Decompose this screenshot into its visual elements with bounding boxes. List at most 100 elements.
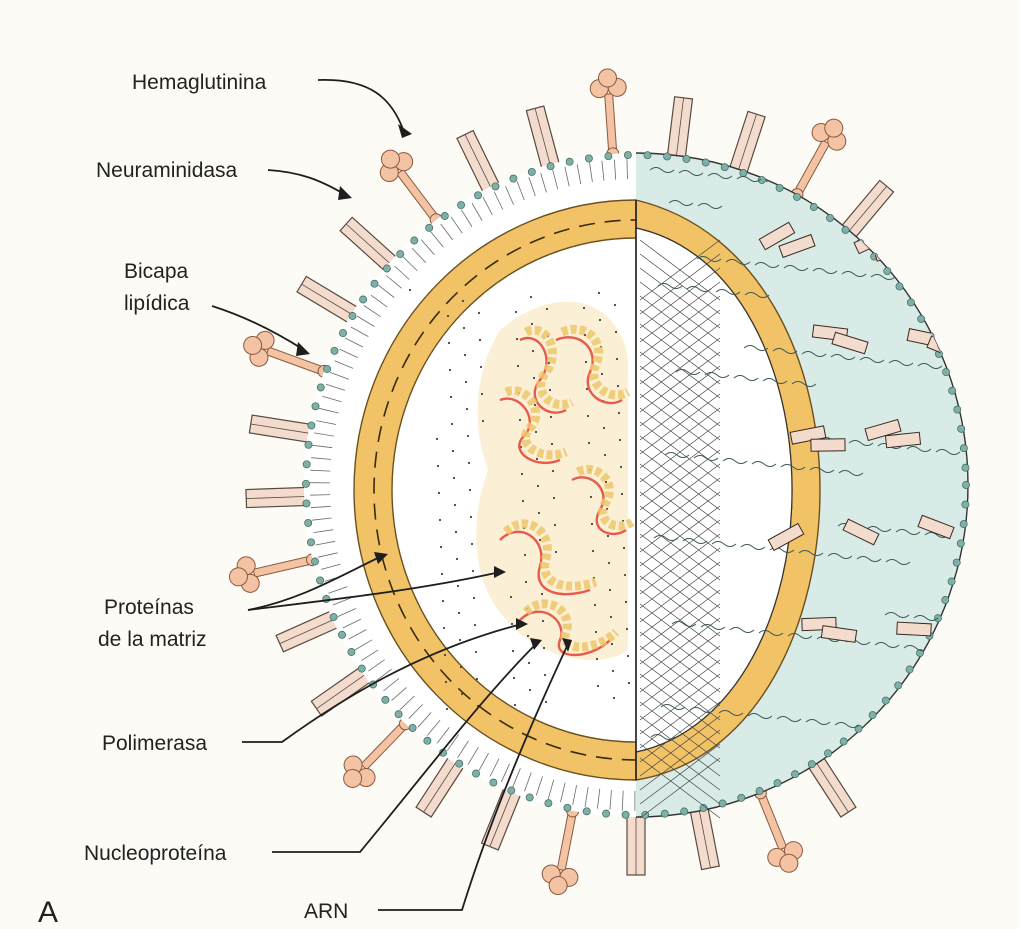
stipple-dot <box>554 524 556 526</box>
membrane-bead <box>906 666 913 673</box>
label-lipid-bilayer-line1: Bicapa <box>124 260 189 283</box>
stipple-dot <box>474 624 476 626</box>
surface-squiggle <box>940 198 964 203</box>
stipple-dot <box>469 489 471 491</box>
stipple-dot <box>598 292 600 294</box>
stipple-dot <box>449 369 451 371</box>
stipple-dot <box>584 334 586 336</box>
stipple-dot <box>595 631 597 633</box>
stipple-dot <box>626 628 628 630</box>
stipple-dot <box>510 596 512 598</box>
surface-squiggle <box>929 281 953 286</box>
stipple-dot <box>514 704 516 706</box>
membrane-bead <box>526 794 533 801</box>
membrane-bead <box>776 184 783 191</box>
membrane-bead <box>756 787 763 794</box>
stipple-dot <box>512 650 514 652</box>
stipple-dot <box>587 415 589 417</box>
stipple-dot <box>533 377 535 379</box>
membrane-bead <box>585 155 592 162</box>
arrowhead-lipid-bilayer <box>296 342 310 356</box>
membrane-bead <box>349 312 356 319</box>
membrane-bead <box>456 760 463 767</box>
stipple-dot <box>624 574 626 576</box>
surface-spike-stub <box>897 622 932 636</box>
stipple-dot <box>458 612 460 614</box>
stipple-dot <box>459 639 461 641</box>
surface-spike-stub <box>874 241 910 261</box>
membrane-bead <box>317 384 324 391</box>
surface-squiggle <box>943 619 967 624</box>
stipple-dot <box>439 519 441 521</box>
membrane-bead <box>474 192 481 199</box>
stipple-dot <box>456 558 458 560</box>
membrane-bead <box>331 347 338 354</box>
membrane-bead <box>825 750 832 757</box>
neuraminidase-spike <box>249 415 313 442</box>
membrane-bead <box>943 369 950 376</box>
stipple-dot <box>466 408 468 410</box>
stipple-dot <box>461 693 463 695</box>
stipple-dot <box>465 381 467 383</box>
membrane-bead <box>566 158 573 165</box>
stipple-dot <box>625 601 627 603</box>
membrane-bead <box>339 330 346 337</box>
stipple-dot <box>534 404 536 406</box>
stipple-dot <box>447 315 449 317</box>
surface-squiggle <box>922 732 946 737</box>
stipple-dot <box>538 512 540 514</box>
panel-label: A <box>38 896 58 929</box>
membrane-bead <box>740 169 747 176</box>
stipple-dot <box>532 350 534 352</box>
membrane-bead <box>490 779 497 786</box>
hemagglutinin-spike <box>539 802 592 898</box>
stipple-dot <box>544 674 546 676</box>
membrane-bead <box>702 159 709 166</box>
membrane-bead <box>338 631 345 638</box>
stipple-dot <box>541 593 543 595</box>
stipple-dot <box>620 466 622 468</box>
membrane-bead <box>962 481 969 488</box>
membrane-bead <box>810 203 817 210</box>
surface-squiggle <box>932 702 956 707</box>
stipple-dot <box>440 546 442 548</box>
stipple-dot <box>555 551 557 553</box>
membrane-bead <box>683 155 690 162</box>
stipple-dot <box>605 481 607 483</box>
membrane-bead <box>492 183 499 190</box>
stipple-dot <box>590 496 592 498</box>
membrane-bead <box>949 387 956 394</box>
membrane-bead <box>605 153 612 160</box>
membrane-bead <box>545 800 552 807</box>
stipple-dot <box>444 654 446 656</box>
stipple-dot <box>450 396 452 398</box>
membrane-bead <box>411 237 418 244</box>
membrane-bead <box>302 480 309 487</box>
hemagglutinin-spike <box>589 68 631 161</box>
stipple-dot <box>463 327 465 329</box>
stipple-dot <box>594 604 596 606</box>
stipple-dot <box>454 504 456 506</box>
membrane-bead <box>458 202 465 209</box>
stipple-dot <box>464 354 466 356</box>
membrane-bead <box>842 226 849 233</box>
neuraminidase-spike <box>729 111 765 176</box>
stipple-dot <box>617 385 619 387</box>
stipple-dot <box>451 423 453 425</box>
membrane-bead <box>583 808 590 815</box>
stipple-dot <box>480 366 482 368</box>
leader-neuraminidase <box>268 170 344 194</box>
stipple-dot <box>441 573 443 575</box>
stipple-dot <box>601 373 603 375</box>
stipple-dot <box>479 339 481 341</box>
stipple-dot <box>627 655 629 657</box>
membrane-bead <box>962 464 969 471</box>
membrane-bead <box>895 682 902 689</box>
stipple-dot <box>443 627 445 629</box>
membrane-bead <box>510 175 517 182</box>
membrane-bead <box>303 461 310 468</box>
membrane-bead <box>441 212 448 219</box>
membrane-bead <box>958 425 965 432</box>
membrane-bead <box>960 521 967 528</box>
